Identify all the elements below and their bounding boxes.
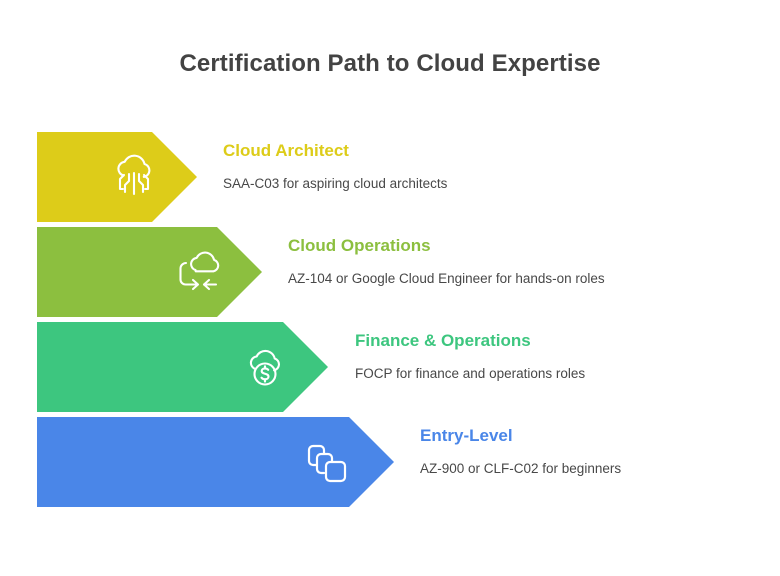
step-text-cloud-operations: Cloud Operations AZ-104 or Google Cloud … [288,235,608,288]
step-heading: Entry-Level [420,426,513,445]
step-row-finance-operations: Finance & Operations FOCP for finance an… [0,322,780,412]
arrow-shape [37,227,262,317]
arrow-band-entry-level[interactable] [37,417,394,507]
step-heading: Cloud Operations [288,236,431,255]
step-description: AZ-900 or CLF-C02 for beginners [420,461,622,476]
step-description: FOCP for finance and operations roles [355,366,586,381]
arrow-band-cloud-architect[interactable] [37,132,197,222]
page-title: Certification Path to Cloud Expertise [179,50,601,77]
step-row-entry-level: Entry-Level AZ-900 or CLF-C02 for beginn… [0,417,780,507]
step-text-entry-level: Entry-Level AZ-900 or CLF-C02 for beginn… [420,425,720,478]
layers-stack-icon [304,436,356,488]
step-heading: Finance & Operations [355,331,531,350]
step-description: SAA-C03 for aspiring cloud architects [223,176,448,191]
arrow-shape [37,132,197,222]
cloud-dollar-icon [239,341,291,393]
step-text-finance-operations: Finance & Operations FOCP for finance an… [355,330,655,383]
step-description: AZ-104 or Google Cloud Engineer for hand… [288,271,605,286]
arrow-band-finance-operations[interactable] [37,322,328,412]
arrow-band-cloud-operations[interactable] [37,227,262,317]
cloud-sync-icon [173,246,225,298]
arrow-shape [37,417,394,507]
step-text-cloud-architect: Cloud Architect SAA-C03 for aspiring clo… [223,140,523,193]
step-row-cloud-operations: Cloud Operations AZ-104 or Google Cloud … [0,227,780,317]
cloud-architecture-icon [108,151,160,203]
arrow-shape [37,322,328,412]
step-row-cloud-architect: Cloud Architect SAA-C03 for aspiring clo… [0,132,780,222]
steps-list: Cloud Architect SAA-C03 for aspiring clo… [0,132,780,512]
step-heading: Cloud Architect [223,141,349,160]
